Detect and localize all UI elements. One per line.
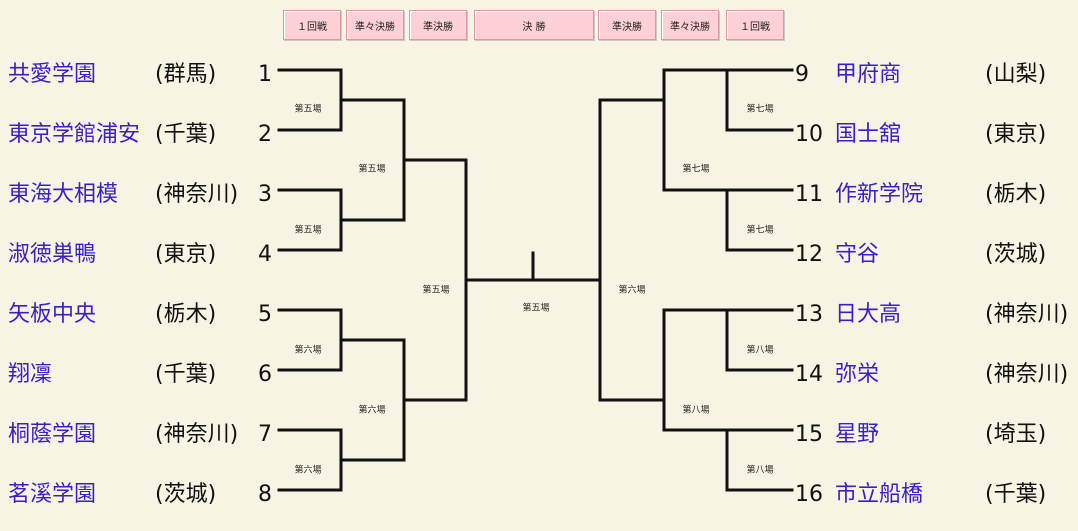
team-prefecture: (千葉) [155,362,217,387]
bracket-line [277,308,343,372]
team-prefecture: (群馬) [155,62,217,87]
bracket-line [277,188,343,252]
team-seed-number: 13 [795,302,823,327]
team-seed-number: 12 [795,242,823,267]
team-name-link[interactable]: 国士舘 [835,122,902,147]
team-seed-number: 2 [258,122,272,147]
bracket-line [725,308,794,372]
bracket-line [725,68,794,132]
venue-label: 第六場 [294,465,322,476]
team-seed-number: 3 [258,182,272,207]
bracket-line [277,428,343,492]
team-seed-number: 5 [258,302,272,327]
team-name-link[interactable]: 弥栄 [835,362,880,387]
venue-label: 第五場 [294,225,322,236]
team-name-link[interactable]: 作新学院 [835,182,924,207]
team-prefecture: (茨城) [985,242,1047,267]
team-name-link[interactable]: 東海大相模 [8,182,119,207]
team-name-link[interactable]: 翔凜 [8,362,53,387]
venue-label: 第五場 [422,285,450,296]
venue-label: 第七場 [746,225,774,236]
bracket-line [339,98,406,222]
team-seed-number: 9 [795,62,809,87]
team-name-link[interactable]: 日大高 [835,302,902,327]
team-prefecture: (神奈川) [155,182,239,207]
venue-label: 第六場 [358,405,386,416]
venue-label: 第七場 [746,104,774,115]
bracket-line [339,338,406,462]
venue-label: 第五場 [294,104,322,115]
team-prefecture: (栃木) [155,302,217,327]
team-prefecture: (神奈川) [155,422,239,447]
team-prefecture: (埼玉) [985,422,1047,447]
venue-label: 第五場 [358,164,386,175]
bracket-line [662,308,729,432]
bracket-line [277,68,343,132]
team-prefecture: (茨城) [155,482,217,507]
team-name-link[interactable]: 守谷 [835,242,880,267]
round-left-quarterfinal-button[interactable]: 準々決勝 [346,10,404,40]
team-seed-number: 16 [795,482,823,507]
team-seed-number: 7 [258,422,272,447]
round-final-button[interactable]: 決 勝 [474,10,594,40]
venue-label: 第八場 [746,345,774,356]
bracket-line [662,68,729,192]
venue-label: 第八場 [682,405,710,416]
venue-label: 第六場 [294,345,322,356]
venue-label: 第五場 [522,303,550,314]
team-name-link[interactable]: 甲府商 [835,62,902,87]
team-name-link[interactable]: 桐蔭学園 [8,422,97,447]
venue-label: 第八場 [746,465,774,476]
team-seed-number: 8 [258,482,272,507]
team-name-link[interactable]: 東京学館浦安 [8,122,141,147]
team-name-link[interactable]: 星野 [835,422,880,447]
team-seed-number: 6 [258,362,272,387]
team-seed-number: 4 [258,242,272,267]
round-right-quarterfinal-button[interactable]: 準々決勝 [661,10,719,40]
team-seed-number: 14 [795,362,823,387]
team-seed-number: 1 [258,62,272,87]
bracket-line [725,188,794,252]
bracket-line [598,98,666,402]
venue-label: 第六場 [618,285,646,296]
round-left-semifinal-button[interactable]: 準決勝 [409,10,467,40]
team-name-link[interactable]: 市立船橋 [835,482,924,507]
bracket-line [725,428,794,492]
team-name-link[interactable]: 淑徳巣鴨 [8,242,97,267]
team-name-link[interactable]: 矢板中央 [8,302,97,327]
team-prefecture: (東京) [155,242,217,267]
team-prefecture: (千葉) [985,482,1047,507]
team-prefecture: (山梨) [985,62,1047,87]
team-seed-number: 10 [795,122,823,147]
round-right-first-round-button[interactable]: １回戦 [726,10,784,40]
team-name-link[interactable]: 共愛学園 [8,62,97,87]
bracket-line [402,158,468,402]
team-prefecture: (神奈川) [985,362,1069,387]
venue-label: 第七場 [682,164,710,175]
round-right-semifinal-button[interactable]: 準決勝 [598,10,656,40]
team-seed-number: 15 [795,422,823,447]
round-left-first-round-button[interactable]: １回戦 [283,10,341,40]
team-prefecture: (神奈川) [985,302,1069,327]
team-prefecture: (千葉) [155,122,217,147]
team-seed-number: 11 [795,182,823,207]
team-name-link[interactable]: 茗溪学園 [8,482,97,507]
team-prefecture: (東京) [985,122,1047,147]
team-prefecture: (栃木) [985,182,1047,207]
